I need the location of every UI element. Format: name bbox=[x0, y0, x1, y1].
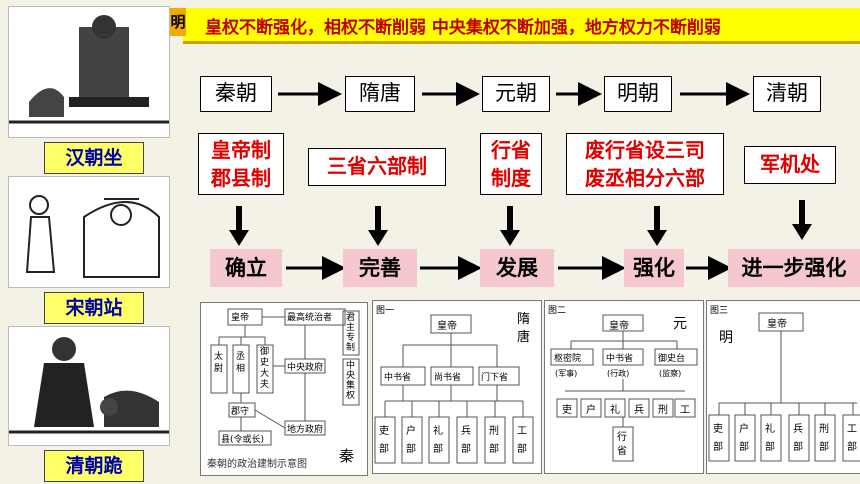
qin-central-gov: 中央政府 bbox=[287, 363, 324, 373]
ming-side-label: 明 bbox=[719, 330, 733, 346]
yuan-ministry-hu: 户 bbox=[586, 405, 596, 416]
yuan-tag: 图二 bbox=[548, 306, 567, 316]
qin-local-gov: 地方政府 bbox=[287, 425, 324, 435]
dynasty-qing: 清朝 bbox=[753, 76, 821, 112]
stage-establish: 确立 bbox=[210, 249, 282, 287]
banner-tab: 明 bbox=[170, 8, 186, 36]
qin-diagram-lines bbox=[210, 308, 360, 446]
sui-tang-ministry-gong: 工部 bbox=[517, 426, 527, 455]
stage-strengthen: 强化 bbox=[624, 249, 684, 287]
sui-tang-ministry-bing: 兵部 bbox=[461, 426, 471, 455]
yuan-ministry-rites: 礼 bbox=[610, 405, 620, 416]
system-yuan: 行省 制度 bbox=[480, 133, 542, 195]
down-arrow-5 bbox=[792, 200, 812, 240]
ming-ministry-li: 吏部 bbox=[713, 424, 723, 453]
qin-centralization: 中央集权 bbox=[346, 361, 356, 401]
down-arrow-2 bbox=[368, 206, 388, 246]
sui-tang-tag: 图一 bbox=[376, 306, 395, 316]
yuan-xingsheng: 行省 bbox=[617, 432, 627, 457]
system-sui-tang: 三省六部制 bbox=[308, 148, 446, 186]
qin-emperor: 皇帝 bbox=[231, 313, 250, 323]
system-yuan-line1: 行省 bbox=[491, 138, 531, 162]
ming-ministry-hu: 户部 bbox=[739, 424, 749, 453]
sui-tang-ministry-rites: 礼部 bbox=[433, 426, 443, 455]
system-qin-line2: 郡县制 bbox=[211, 166, 271, 190]
sui-tang-zhongshu: 中书省 bbox=[384, 373, 412, 383]
stage-improve: 完善 bbox=[343, 249, 417, 287]
ming-emperor: 皇帝 bbox=[767, 319, 787, 330]
qin-chengxiang: 丞相 bbox=[236, 352, 246, 374]
yuan-emperor: 皇帝 bbox=[609, 321, 629, 332]
song-caption: 宋朝站 bbox=[44, 292, 144, 324]
qin-diagram-caption: 秦朝的政治建制示意图 bbox=[207, 459, 307, 470]
system-ming-line2: 废丞相分六部 bbox=[585, 166, 705, 190]
down-arrow-4 bbox=[647, 206, 667, 246]
ming-tag: 图三 bbox=[710, 306, 729, 316]
yuan-ministry-gong: 工 bbox=[680, 405, 690, 416]
sui-tang-side-label: 隋唐 bbox=[517, 312, 531, 345]
song-official-illustration bbox=[25, 195, 160, 278]
ming-ministry-bing: 兵部 bbox=[793, 424, 803, 453]
dynasty-sui-tang: 隋唐 bbox=[345, 76, 415, 112]
system-qing-label: 军机处 bbox=[760, 152, 820, 176]
yuan-diagram-lines bbox=[550, 314, 698, 462]
yuan-yushitai: 御史台 bbox=[658, 354, 686, 364]
down-arrow-1 bbox=[229, 206, 249, 246]
system-ming-line1: 废行省设三司 bbox=[585, 138, 705, 162]
banner-text: 皇权不断强化，相权不断削弱 中央集权不断加强，地方权力不断削弱 bbox=[205, 18, 721, 38]
system-qin: 皇帝制 郡县制 bbox=[198, 133, 284, 195]
down-arrow-3 bbox=[500, 206, 520, 246]
sui-tang-structure-diagram: 图一 隋唐 皇帝 中书省 尚书省 门下省 吏部 户部 礼部 兵部 刑部 工部 bbox=[372, 300, 542, 474]
ming-ministry-gong: 工部 bbox=[847, 424, 857, 453]
dynasty-qin: 秦朝 bbox=[200, 76, 272, 112]
yuan-ministry-bing: 兵 bbox=[634, 405, 644, 416]
qing-kneeling-picture bbox=[8, 326, 170, 446]
sui-tang-diagram-lines bbox=[374, 314, 534, 464]
yuan-ministry-li: 吏 bbox=[562, 405, 572, 416]
han-caption: 汉朝坐 bbox=[44, 142, 144, 174]
sui-tang-menxia: 门下省 bbox=[481, 373, 509, 383]
han-official-illustration bbox=[9, 15, 169, 124]
qin-autocracy: 君主专制 bbox=[346, 313, 356, 353]
sui-tang-ministry-xing: 刑部 bbox=[489, 426, 499, 455]
han-sitting-picture bbox=[8, 6, 170, 138]
sui-tang-ministry-li: 吏部 bbox=[379, 426, 389, 455]
summary-banner bbox=[183, 8, 860, 44]
qing-caption: 清朝跪 bbox=[44, 450, 144, 482]
qin-yushi: 御史大夫 bbox=[260, 347, 270, 390]
qin-top-ruler: 最高统治者 bbox=[287, 313, 333, 323]
qing-official-illustration bbox=[9, 337, 169, 434]
stage-develop: 发展 bbox=[480, 249, 554, 287]
qin-structure-diagram: 皇帝 最高统治者 太尉 丞相 御史大夫 郡守 县(令或长) 中央政府 地方政府 … bbox=[200, 302, 368, 476]
system-qing: 军机处 bbox=[744, 146, 836, 184]
yuan-zhongshu: 中书省 bbox=[606, 354, 634, 364]
qin-side-label: 秦 bbox=[339, 447, 355, 465]
ming-structure-diagram: 图三 明 皇帝 吏部 户部 礼部 兵部 刑部 工部 bbox=[706, 300, 860, 474]
dynasty-ming: 明朝 bbox=[604, 76, 672, 112]
yuan-structure-diagram: 图二 元 皇帝 枢密院 中书省 御史台 (军事) (行政) (监察) 吏 户 礼… bbox=[544, 300, 704, 474]
sui-tang-emperor: 皇帝 bbox=[437, 321, 457, 332]
song-standing-picture bbox=[8, 176, 170, 288]
sui-tang-shangshu: 尚书省 bbox=[434, 373, 462, 383]
system-sui-tang-label: 三省六部制 bbox=[327, 154, 427, 178]
sui-tang-ministry-hu: 户部 bbox=[406, 426, 416, 455]
qin-taiwei: 太尉 bbox=[214, 352, 224, 374]
dynasty-yuan: 元朝 bbox=[482, 76, 550, 112]
yuan-note-military: (军事) bbox=[555, 369, 578, 378]
yuan-side-label: 元 bbox=[673, 316, 687, 332]
yuan-note-admin: (行政) bbox=[607, 369, 630, 378]
yuan-shumiyuan: 枢密院 bbox=[554, 354, 582, 364]
ming-diagram-lines bbox=[708, 312, 860, 462]
stage-further-strengthen: 进一步强化 bbox=[728, 249, 860, 287]
yuan-ministry-xing: 刑 bbox=[658, 405, 668, 416]
system-ming: 废行省设三司 废丞相分六部 bbox=[566, 133, 724, 195]
qin-junshou: 郡守 bbox=[231, 407, 250, 417]
system-yuan-line2: 制度 bbox=[491, 166, 531, 190]
system-qin-line1: 皇帝制 bbox=[211, 138, 271, 162]
ming-ministry-xing: 刑部 bbox=[819, 424, 829, 453]
qin-xianling: 县(令或长) bbox=[221, 435, 265, 445]
ming-ministry-rites: 礼部 bbox=[765, 424, 775, 453]
yuan-note-supervision: (监察) bbox=[659, 369, 682, 378]
